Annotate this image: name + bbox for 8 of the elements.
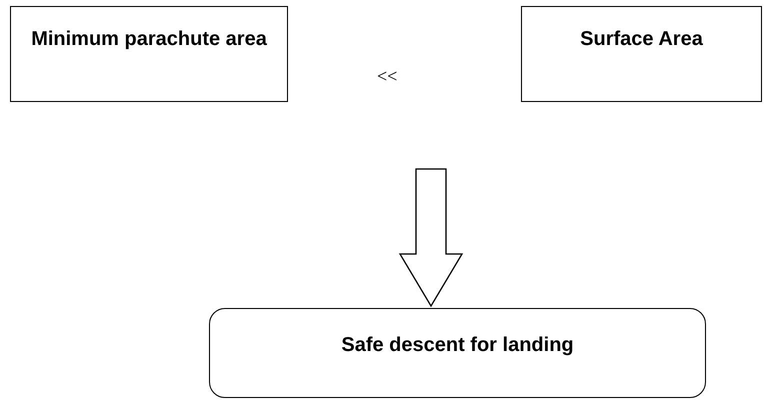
box-label: Surface Area <box>580 27 703 52</box>
box-label: Minimum parachute area <box>31 27 267 52</box>
text-box <box>10 6 288 102</box>
box-label: Safe descent for landing <box>341 333 574 358</box>
comparison-sign: << <box>377 66 398 87</box>
text-box <box>209 308 706 398</box>
text-box <box>521 6 762 102</box>
block-arrow <box>398 168 464 308</box>
